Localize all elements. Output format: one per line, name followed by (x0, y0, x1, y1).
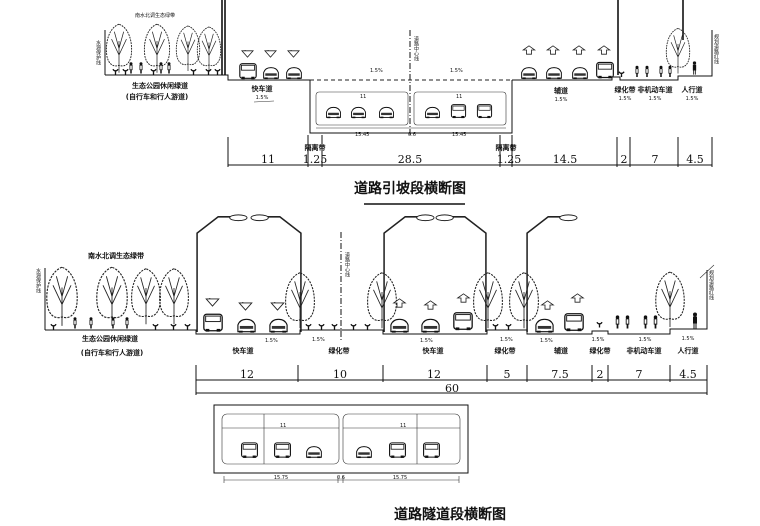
bottom-lane-4-name: 辅道 (554, 346, 568, 355)
top-dim-1: 1.25 (303, 153, 328, 166)
bottom-section: 南水北调生态绿带 水源保护线 (35, 203, 715, 523)
top-tunnel-slope-left: 1.5% (370, 68, 383, 74)
bottom-section-title: 道路隧道段横断图 (394, 506, 506, 523)
top-dim-0: 11 (261, 153, 275, 166)
bottom-lane-3-name: 绿化带 (495, 346, 516, 355)
top-dim-4: 14.5 (553, 153, 578, 166)
top-tunnel-slope-right: 1.5% (450, 68, 463, 74)
bottom-water-line-label: 水源保护线 (35, 267, 41, 293)
top-park-path-label: 生态公园休闲绿道 (132, 81, 188, 90)
bottom-lane-labels: 1.5% 快车道 1.5% 绿化带 1.5% 快车道 1.5% 绿化带 1.5%… (233, 336, 699, 355)
bottom-dim-3: 5 (504, 368, 511, 381)
bottom-dim-0: 12 (240, 368, 254, 381)
tunnel-span-right: 11 (400, 423, 406, 429)
bottom-lane-2-slope: 1.5% (420, 338, 433, 344)
bottom-dim-5: 2 (597, 368, 604, 381)
bottom-greenbelt-label: 南水北调生态绿带 (88, 251, 144, 260)
bottom-lane-1-name: 绿化带 (329, 346, 350, 355)
bottom-lane-6-name: 非机动车道 (627, 346, 662, 355)
bottom-centerline-label: 道路中心线 (344, 251, 350, 277)
top-tunnel-bottom-left: 15.45 (355, 132, 369, 138)
top-lane-4-name: 人行道 (682, 85, 703, 94)
top-water-line-label: 水源保护线 (95, 39, 101, 65)
top-tunnel-span-left: 11 (360, 94, 366, 100)
bottom-lane-2-name: 快车道 (423, 346, 444, 355)
top-park-path-note: (自行车和行人游道) (126, 92, 188, 101)
bottom-lane-7-slope: 1.5% (682, 336, 695, 342)
top-separator-left: 隔离带 (305, 143, 326, 152)
tunnel-span-left: 11 (280, 423, 286, 429)
top-dim-6: 7 (652, 153, 659, 166)
top-red-line-label: 规划道路红线 (713, 33, 719, 64)
bottom-dim-4: 7.5 (551, 368, 569, 381)
bottom-lane-1-slope: 1.5% (312, 337, 325, 343)
top-tunnel: 1.5% 1.5% 11 11 15.45 15.45 0.6 (309, 68, 513, 138)
bottom-dim-1: 10 (333, 368, 347, 381)
bottom-trees (46, 266, 685, 329)
top-left-traffic (239, 50, 302, 80)
top-shrubs (112, 61, 221, 75)
bottom-lane-5-slope: 1.5% (592, 337, 605, 343)
top-dim-7: 4.5 (686, 153, 704, 166)
top-lane-3-slope: 1.5% (649, 96, 662, 102)
top-dim-3: 1.25 (497, 153, 522, 166)
bottom-lane-5-name: 绿化带 (590, 346, 611, 355)
top-trees (105, 23, 222, 74)
bottom-lane-0-name: 快车道 (233, 346, 254, 355)
bottom-tunnel: 11 11 15.75 0.6 15.75 (213, 404, 469, 483)
bottom-dim-6: 7 (636, 368, 643, 381)
top-tunnel-wall: 0.6 (408, 132, 416, 138)
bottom-lane-3-slope: 1.5% (500, 337, 513, 343)
top-section: 南水北调生态绿带 水源保护线 生态公园休闲绿道 (自行车和行人游道) 快车道 1… (95, 0, 719, 197)
top-lane-2-slope: 1.5% (619, 96, 632, 102)
top-dimension-line: 隔离带 隔离带 11 1.25 28.5 1.25 14.5 2 7 4.5 (227, 135, 713, 167)
bottom-lane-0-slope: 1.5% (265, 338, 278, 344)
top-separator-right: 隔离带 (496, 143, 517, 152)
top-lane-0-slope: 1.5% (256, 95, 269, 101)
tunnel-dim-wall: 0.6 (337, 475, 345, 481)
tunnel-dim-right: 15.75 (393, 475, 407, 481)
bottom-red-line-label: 规划道路红线 (708, 269, 714, 300)
bottom-total-width: 60 (445, 382, 459, 395)
bottom-dim-7: 4.5 (679, 368, 697, 381)
bottom-lane-6-slope: 1.5% (639, 337, 652, 343)
top-tunnel-span-right: 11 (456, 94, 462, 100)
bottom-lane-4-slope: 1.5% (540, 338, 553, 344)
top-dim-5: 2 (621, 153, 628, 166)
top-centerline-label: 道路中心线 (413, 35, 419, 61)
top-lane-4-slope: 1.5% (686, 96, 699, 102)
bottom-park-path-label: 生态公园休闲绿道 (82, 334, 138, 343)
bottom-lane-7-name: 人行道 (678, 346, 699, 355)
top-lane-0-name: 快车道 (252, 84, 273, 93)
top-section-title: 道路引坡段横断图 (354, 180, 466, 197)
bottom-shrubs (50, 312, 698, 330)
top-right-traffic (521, 27, 697, 80)
bottom-park-path-note: (自行车和行人游道) (81, 348, 143, 357)
tunnel-dim-left: 15.75 (274, 475, 288, 481)
top-dim-2: 28.5 (398, 153, 423, 166)
bottom-dim-2: 12 (427, 368, 441, 381)
top-lane-1-slope: 1.5% (555, 97, 568, 103)
top-lane-2-name: 绿化带 (615, 85, 636, 94)
bottom-dimension-line: 12 10 12 5 7.5 2 7 4.5 60 (195, 365, 708, 395)
top-tunnel-bottom-right: 15.45 (452, 132, 466, 138)
top-greenbelt-label: 南水北调生态绿带 (135, 12, 175, 19)
top-lane-3-name: 非机动车道 (638, 85, 673, 94)
top-lane-1-name: 辅道 (554, 86, 568, 95)
